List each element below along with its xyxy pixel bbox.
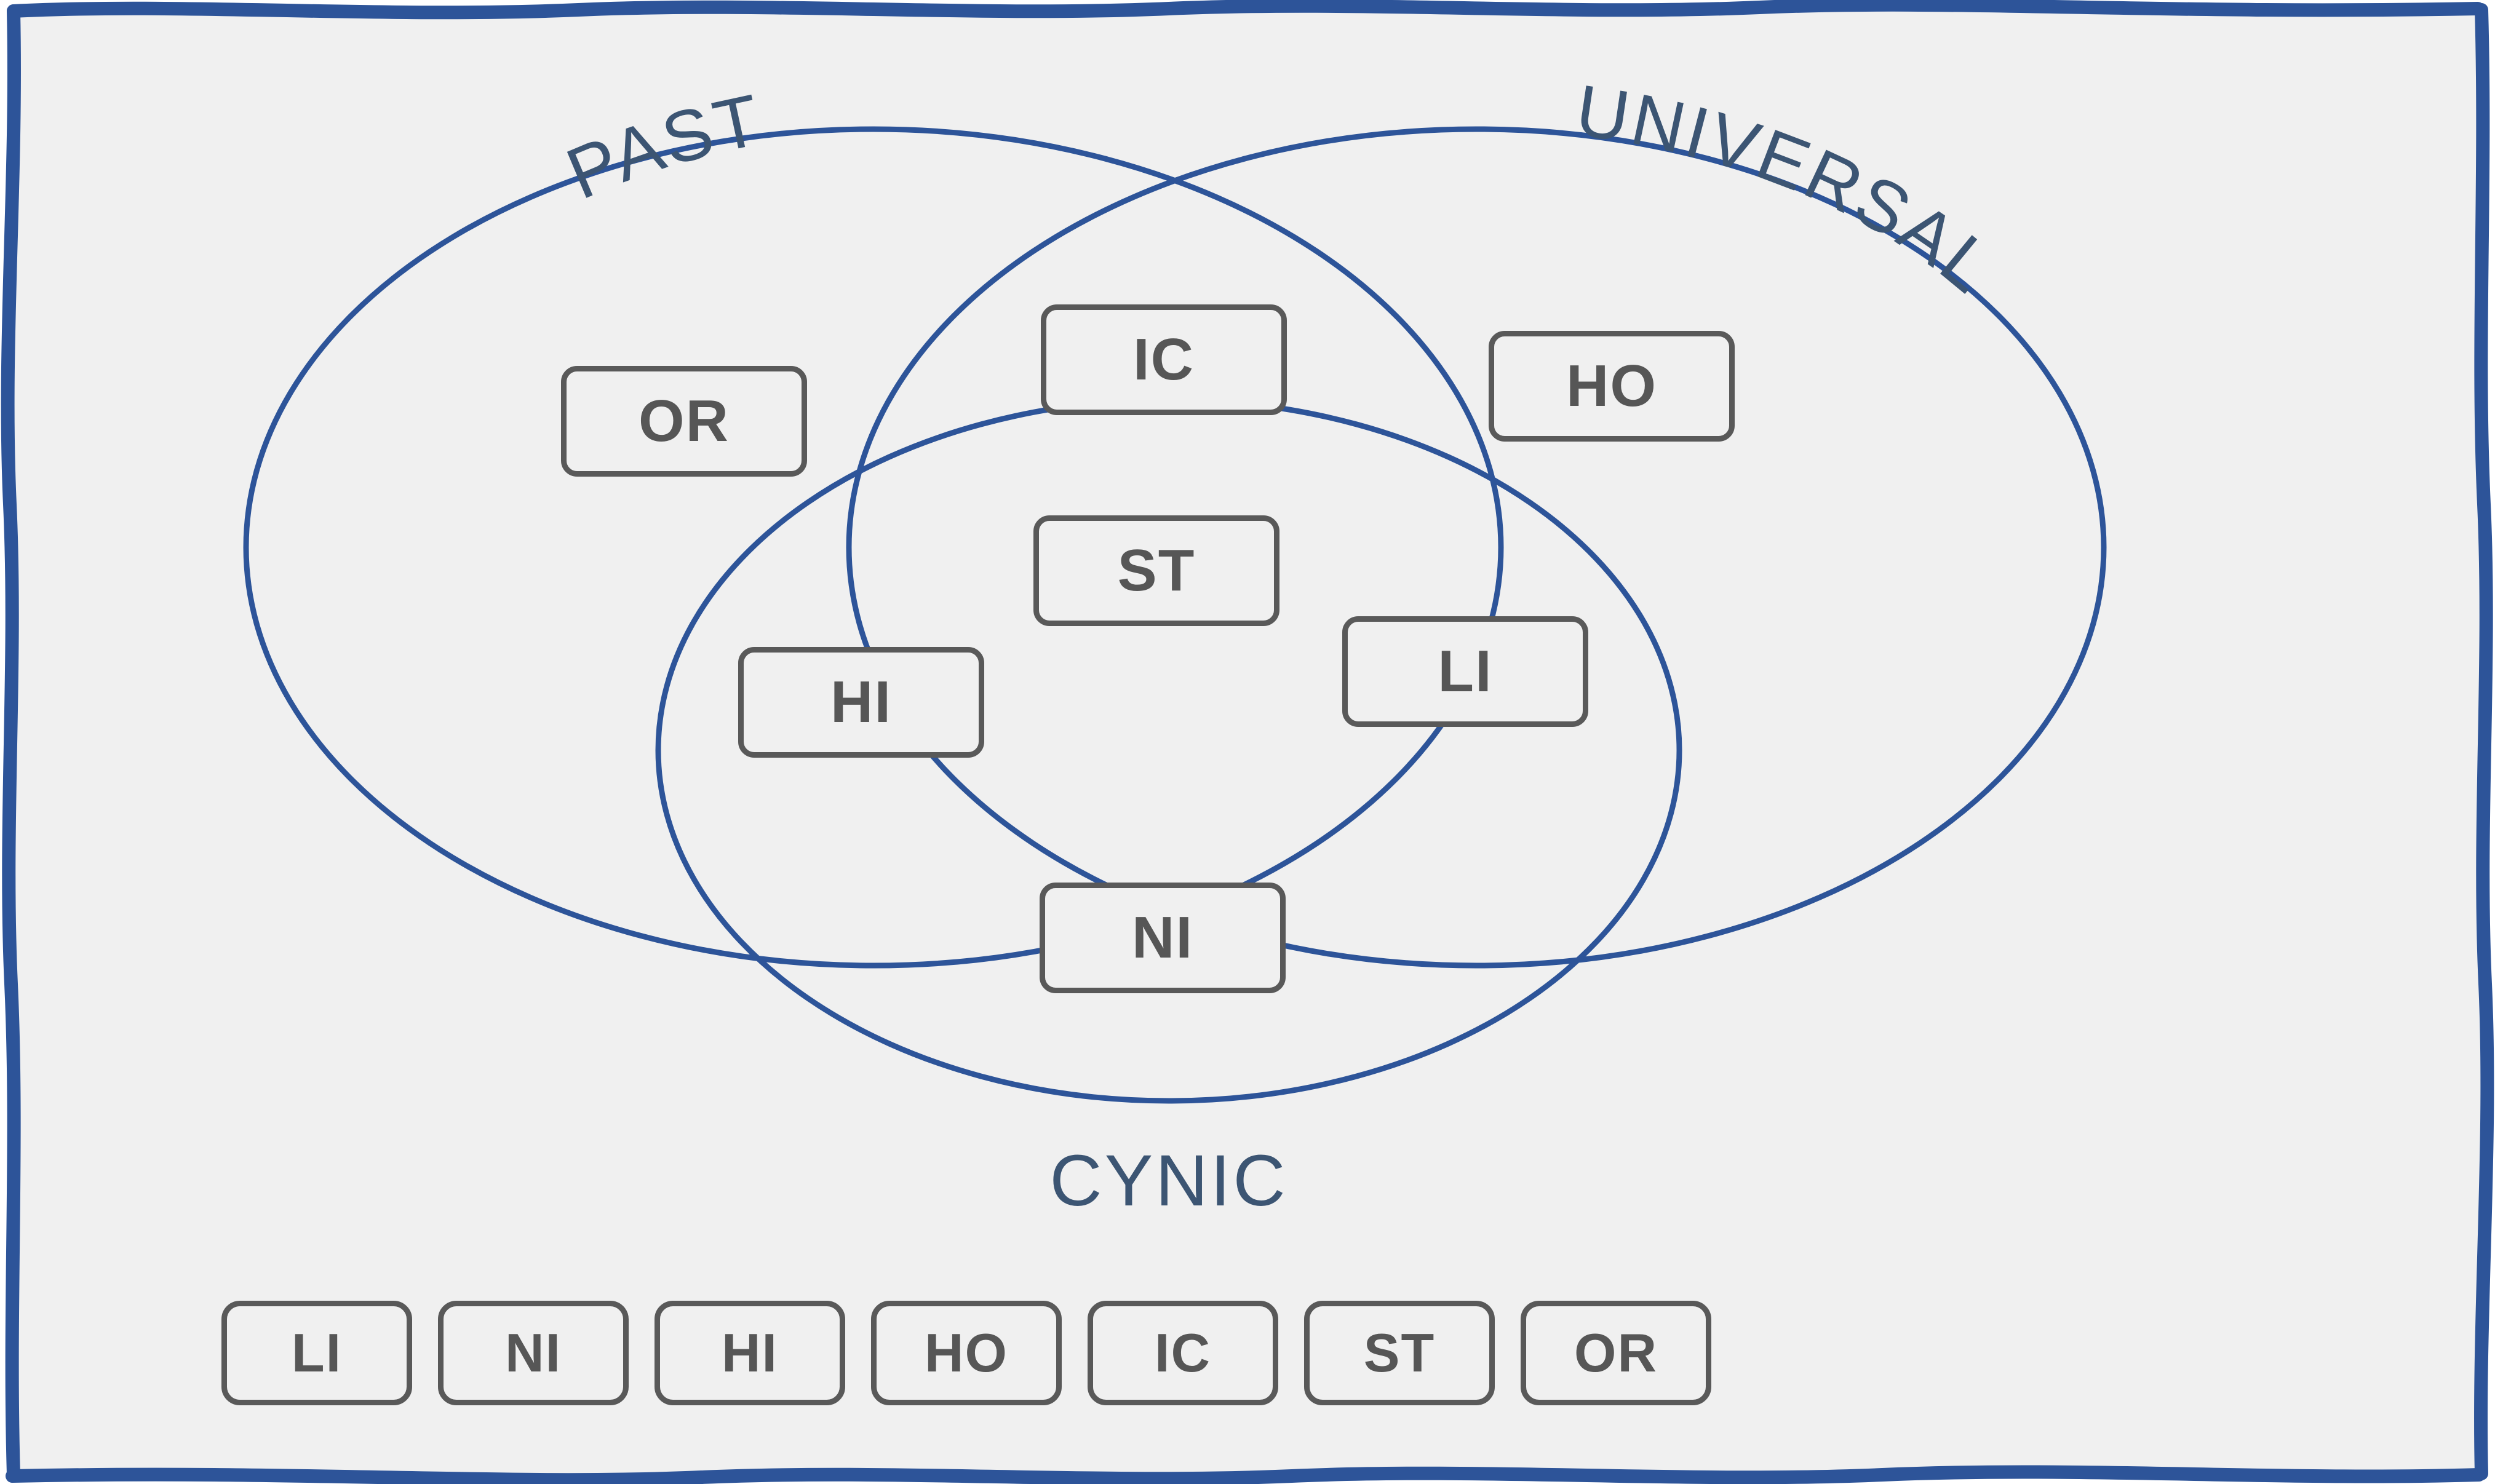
venn-item-hi[interactable]: HI — [738, 647, 984, 758]
sketchy-frame-stroke-left — [1, 4, 21, 1482]
set-ellipse-universal — [846, 126, 2107, 969]
tray-item-ni[interactable]: NI — [438, 1301, 629, 1405]
venn-item-ni[interactable]: NI — [1040, 883, 1286, 993]
tray-item-st[interactable]: ST — [1304, 1301, 1495, 1405]
sketchy-frame-fill — [7, 4, 2485, 1479]
tray-item-ic[interactable]: IC — [1088, 1301, 1278, 1405]
tray-item-or[interactable]: OR — [1521, 1301, 1711, 1405]
tray-item-ho[interactable]: HO — [871, 1301, 1062, 1405]
tray-item-hi[interactable]: HI — [655, 1301, 845, 1405]
venn-item-or[interactable]: OR — [561, 366, 807, 477]
venn-item-ic[interactable]: IC — [1041, 304, 1287, 415]
set-label-cynic: CYNIC — [1049, 1140, 1287, 1221]
sketchy-frame-stroke-bottom — [6, 1465, 2486, 1484]
tray-item-li[interactable]: LI — [221, 1301, 412, 1405]
sketchy-frame-stroke-right — [2474, 3, 2494, 1480]
venn-item-st[interactable]: ST — [1033, 515, 1279, 626]
item-tray: LI NI HI HO IC ST OR — [221, 1301, 1711, 1405]
venn-item-li[interactable]: LI — [1342, 616, 1588, 727]
sketchy-frame-stroke — [7, 0, 2485, 20]
set-ellipse-past — [243, 126, 1504, 969]
venn-item-ho[interactable]: HO — [1489, 331, 1735, 442]
